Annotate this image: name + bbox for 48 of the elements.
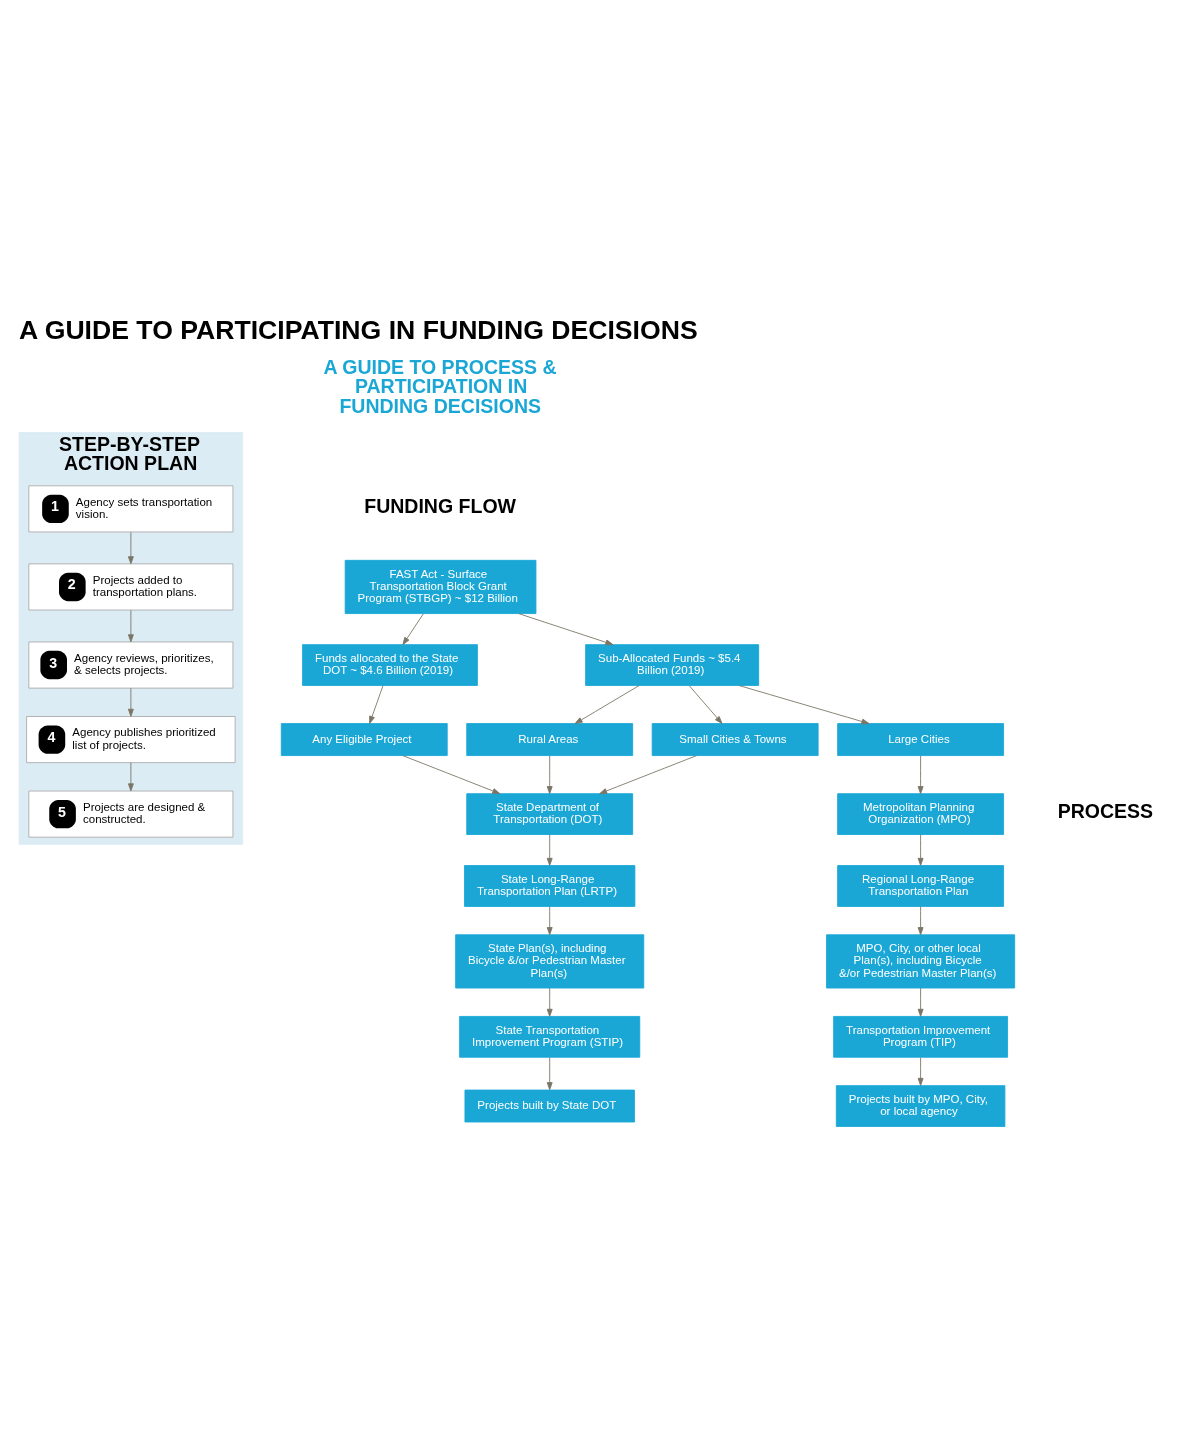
arrow bbox=[127, 761, 134, 791]
node-box: State Transportation Improvement Program (STIP) bbox=[459, 1015, 641, 1058]
arrow bbox=[917, 1056, 924, 1086]
arrow bbox=[546, 754, 553, 794]
node-box: Regional Long-Range Transportation Plan bbox=[837, 864, 1004, 907]
arrow bbox=[599, 754, 697, 794]
arrow bbox=[402, 612, 424, 645]
node-box: State Plan(s), including Bicycle &/or Pedestrian Master Plan(s) bbox=[455, 933, 645, 988]
diagram-title: A GUIDE TO PARTICIPATING IN FUNDING DECISIONS bbox=[19, 314, 698, 345]
node-box: Large Cities bbox=[837, 722, 1004, 756]
arrow bbox=[574, 684, 640, 724]
node-box: 2 Projects added to transportation plans. bbox=[28, 562, 234, 610]
node-box: Transportation Improvement Program (TIP) bbox=[833, 1015, 1008, 1058]
arrow bbox=[738, 684, 870, 724]
arrow bbox=[917, 987, 924, 1017]
label: PROCESS bbox=[1057, 799, 1154, 822]
node-box: Small Cities & Towns bbox=[651, 722, 819, 756]
arrow bbox=[546, 1056, 553, 1090]
arrow bbox=[546, 905, 553, 935]
arrow bbox=[518, 612, 614, 645]
node-box: State Long-Range Transportation Plan (LRTP) bbox=[464, 864, 636, 907]
node-box: 1 Agency sets transportation vision. bbox=[28, 484, 234, 532]
arrow bbox=[127, 609, 134, 642]
arrow bbox=[688, 684, 723, 724]
arrow bbox=[127, 531, 134, 564]
arrow bbox=[402, 754, 501, 794]
arrow bbox=[546, 987, 553, 1017]
arrow bbox=[917, 754, 924, 794]
node-box: Rural Areas bbox=[466, 722, 634, 756]
label: A GUIDE TO PROCESS & PARTICIPATION IN FUNDING DECISIONS bbox=[323, 355, 557, 417]
node-box: Projects built by MPO, City, or local agency bbox=[835, 1084, 1006, 1127]
label: FUNDING FLOW bbox=[364, 494, 517, 517]
node-box: FAST Act - Surface Transportation Block Grant Program (STBGP) ~ $12 Billion bbox=[344, 559, 537, 614]
arrow bbox=[546, 833, 553, 866]
arrow bbox=[369, 684, 384, 724]
arrow bbox=[917, 905, 924, 935]
node-box: Any Eligible Project bbox=[280, 722, 448, 756]
node-box: Sub-Allocated Funds ~ $5.4 Billion (2019) bbox=[585, 643, 760, 686]
node-box: Projects built by State DOT bbox=[464, 1089, 635, 1122]
node-box: Funds allocated to the State DOT ~ $4.6 Billion (2019) bbox=[302, 643, 478, 686]
node-box: MPO, City, or other local Plan(s), including Bicycle &/or Pedestrian Master Plan(s) bbox=[826, 933, 1016, 988]
node-box: 5 Projects are designed & constructed. bbox=[28, 790, 234, 838]
node-box: 4 Agency publishes prioritized list of projects. bbox=[26, 715, 236, 763]
arrow bbox=[127, 687, 134, 717]
arrow bbox=[917, 833, 924, 866]
node-box: Metropolitan Planning Organization (MPO) bbox=[837, 792, 1004, 835]
node-box: 3 Agency reviews, prioritizes, & selects projects. bbox=[28, 641, 234, 689]
node-box: State Department of Transportation (DOT) bbox=[466, 792, 634, 835]
